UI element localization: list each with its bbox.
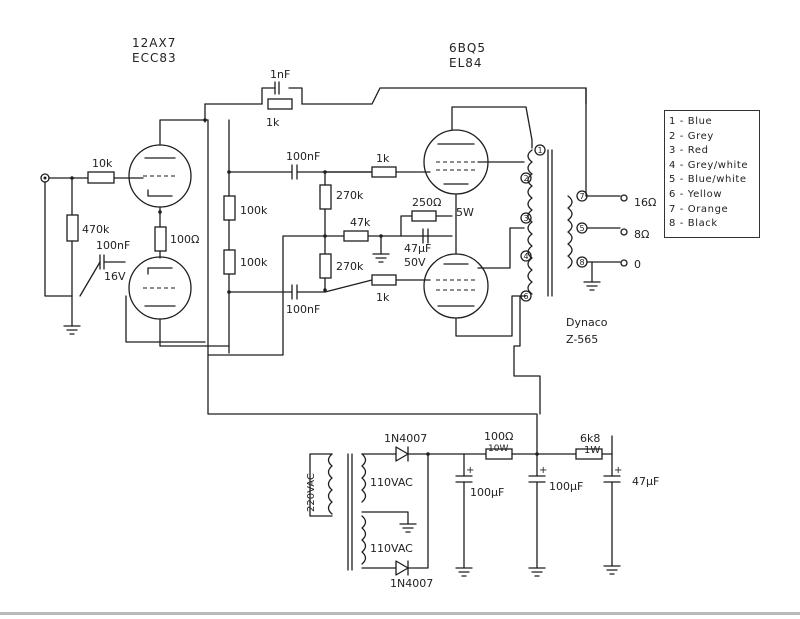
- legend-item: 2 - Grey: [669, 130, 714, 142]
- label-c-output-cathode-voltage: 50V: [404, 256, 426, 269]
- label-r-bias-feed: 47k: [350, 216, 371, 229]
- label-r-filter-2: 6k8: [580, 432, 600, 445]
- ground-symbol-ct: [399, 523, 417, 533]
- legend-item: 6 - Yellow: [669, 188, 723, 200]
- pin-4: 4: [524, 252, 529, 261]
- legend-item: 3 - Red: [669, 145, 709, 157]
- label-c-cathode-voltage: 16V: [104, 270, 126, 283]
- label-ot-model: Z-565: [566, 333, 598, 346]
- label-r-grid-stopper-bottom: 1k: [376, 291, 390, 304]
- ground-symbol-output: [583, 281, 601, 291]
- label-r-input-grid: 470k: [82, 223, 110, 236]
- diode-bottom: [395, 560, 409, 576]
- preamp-triode-upper: [128, 144, 192, 208]
- label-secondary-bottom: 110VAC: [370, 542, 413, 555]
- resistor-plate-top: [223, 195, 236, 221]
- pin-6: 6: [524, 292, 529, 301]
- ground-symbol-filter-3: [603, 565, 621, 575]
- label-r-input-series: 10k: [92, 157, 113, 170]
- label-r-grid-stopper-top: 1k: [376, 152, 390, 165]
- resistor-grid-bottom: [319, 253, 332, 279]
- pin-5: 5: [580, 224, 585, 233]
- legend-item: 5 - Blue/white: [669, 174, 747, 186]
- resistor-output-cathode: [411, 210, 437, 222]
- resistor-grid-stopper-bottom: [371, 274, 397, 286]
- power-tube-equivalent: EL84: [449, 56, 483, 70]
- label-c-filter-3: 47µF: [632, 475, 659, 488]
- label-diode-bottom: 1N4007: [390, 577, 433, 590]
- label-diode-top: 1N4007: [384, 432, 427, 445]
- label-tap-16: 16Ω: [634, 196, 656, 209]
- pin-7: 7: [580, 192, 585, 201]
- label-r-cathode: 100Ω: [170, 233, 199, 246]
- input-jack: [40, 173, 50, 183]
- preamp-tube-type: 12AX7: [132, 36, 176, 50]
- label-r-output-cathode-power: 5W: [456, 206, 474, 219]
- label-r-grid-top: 270k: [336, 189, 364, 202]
- label-secondary-top: 110VAC: [370, 476, 413, 489]
- ground-symbol-filter-1: [455, 567, 473, 577]
- pin-3: 3: [524, 214, 529, 223]
- resistor-plate-bottom: [223, 249, 236, 275]
- label-r-plate-bottom: 100k: [240, 256, 268, 269]
- output-transformer: [527, 149, 573, 297]
- pin-8: 8: [580, 258, 585, 267]
- resistor-input-series: [87, 171, 115, 184]
- ground-symbol-input: [63, 325, 81, 335]
- power-tube-lower: [423, 253, 489, 319]
- ground-symbol-filter-2: [528, 567, 546, 577]
- pin-1: 1: [538, 146, 543, 155]
- label-c-cathode: 100nF: [96, 239, 130, 252]
- label-r-feedback: 1k: [266, 116, 280, 129]
- resistor-feedback: [267, 98, 293, 110]
- svg-text:+: +: [466, 465, 474, 476]
- label-r-plate-top: 100k: [240, 204, 268, 217]
- label-tap-8: 8Ω: [634, 228, 649, 241]
- legend-item: 4 - Grey/white: [669, 159, 749, 171]
- label-r-filter-1: 100Ω: [484, 430, 513, 443]
- legend-item: 7 - Orange: [669, 203, 729, 215]
- mains-transformer: [327, 453, 367, 571]
- label-r-grid-bottom: 270k: [336, 260, 364, 273]
- wire-color-legend: 1 - Blue 2 - Grey 3 - Red 4 - Grey/white…: [664, 110, 760, 238]
- label-r-filter-1-power: 10W: [488, 444, 508, 454]
- legend-item: 1 - Blue: [669, 116, 713, 127]
- label-tap-0: 0: [634, 258, 641, 271]
- preamp-triode-lower: [128, 256, 192, 320]
- label-c-feedback: 1nF: [270, 68, 290, 81]
- preamp-tube-equivalent: ECC83: [132, 51, 177, 65]
- resistor-grid-top: [319, 184, 332, 210]
- resistor-input-grid: [66, 214, 79, 242]
- svg-text:+: +: [614, 465, 622, 476]
- label-ot-brand: Dynaco: [566, 316, 608, 329]
- label-mains-primary: 220VAC: [306, 473, 317, 512]
- label-c-coupling-top: 100nF: [286, 150, 320, 163]
- pin-2: 2: [524, 174, 529, 183]
- diode-top: [395, 446, 409, 462]
- label-c-output-cathode: 47µF: [404, 242, 431, 255]
- label-c-filter-2: 100µF: [549, 480, 583, 493]
- svg-text:+: +: [539, 465, 547, 476]
- resistor-bias-feed: [343, 230, 369, 242]
- resistor-cathode: [154, 226, 167, 252]
- label-c-filter-1: 100µF: [470, 486, 504, 499]
- resistor-grid-stopper-top: [371, 166, 397, 178]
- ground-symbol-bias: [372, 253, 390, 263]
- legend-item: 8 - Black: [669, 218, 718, 230]
- paper-edge: [0, 612, 800, 615]
- label-c-coupling-bottom: 100nF: [286, 303, 320, 316]
- power-tube-type: 6BQ5: [449, 41, 486, 55]
- label-r-output-cathode: 250Ω: [412, 196, 441, 209]
- label-r-filter-2-power: 1W: [584, 445, 600, 456]
